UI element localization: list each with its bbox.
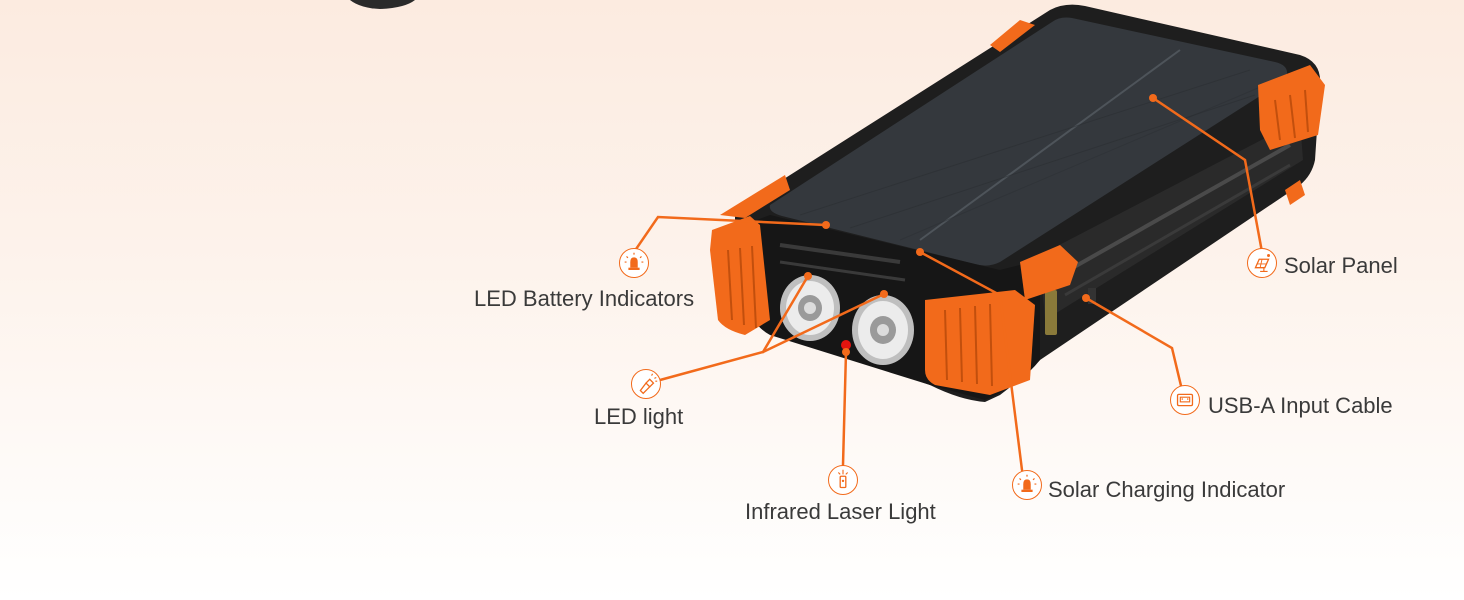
leader-solar-panel <box>1151 96 1264 254</box>
leader-led-battery-indicators <box>632 215 828 254</box>
laser-pointer-icon <box>828 465 858 495</box>
partial-device-shape <box>350 0 415 9</box>
infrared-laser-dot <box>841 340 851 350</box>
callout-label-infrared-laser-light: Infrared Laser Light <box>745 499 936 524</box>
callout-label-led-light: LED light <box>594 404 684 429</box>
usb-port-icon <box>1170 385 1200 415</box>
callout-label-solar-panel: Solar Panel <box>1284 253 1398 278</box>
callout-label-usb-a-input-cable: USB-A Input Cable <box>1208 393 1393 418</box>
flashlight-icon <box>631 369 661 399</box>
bumper-back-top <box>990 20 1035 52</box>
bumper-far-right <box>1285 180 1305 205</box>
leader-led-light-b <box>761 292 886 354</box>
bumper-left-top <box>720 175 790 218</box>
leader-infrared-laser-light <box>841 350 848 467</box>
led-flashlight-lenses <box>780 275 914 365</box>
leader-usb-a-input-cable <box>1084 296 1184 392</box>
led-bulb-icon <box>1012 470 1042 500</box>
bumper-top-right <box>1020 245 1078 300</box>
usb-ports <box>1045 290 1057 335</box>
solar-panel-icon <box>1247 248 1277 278</box>
callout-label-solar-charging-indicator: Solar Charging Indicator <box>1048 477 1286 502</box>
bumper-front-right <box>925 290 1035 395</box>
callout-label-led-battery-indicators: LED Battery Indicators <box>474 286 695 311</box>
led-bulb-icon <box>619 248 649 278</box>
leader-solar-charging-indicator <box>918 250 1024 472</box>
